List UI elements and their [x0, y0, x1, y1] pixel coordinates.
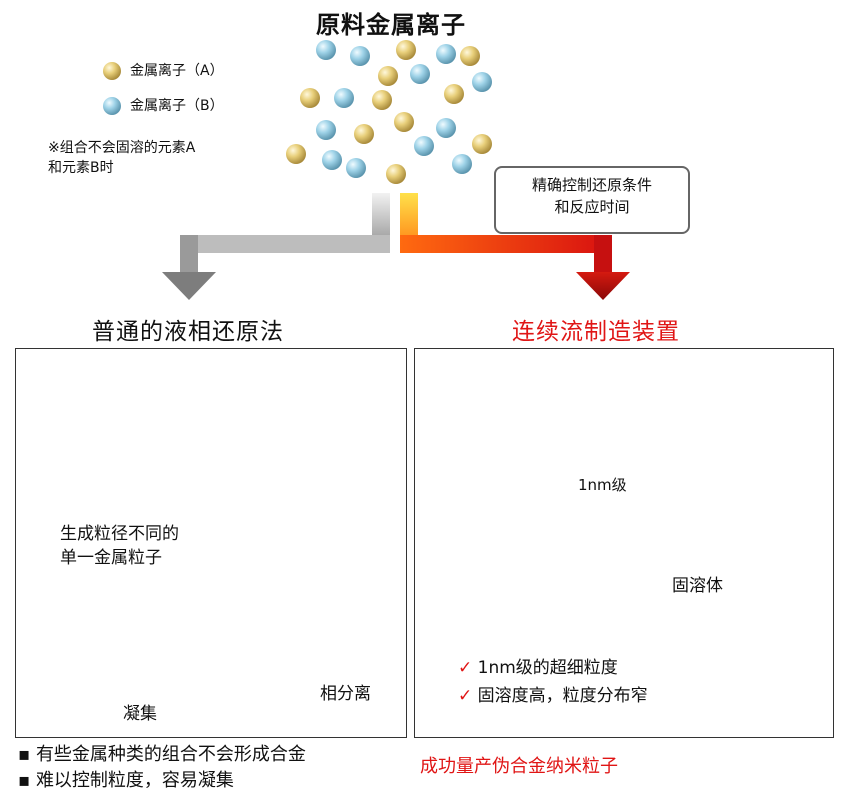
check-text-1: 1nm级的超细粒度: [478, 658, 618, 678]
source-ion: [346, 158, 366, 178]
source-ion: [472, 72, 492, 92]
callout-line-2: 和反应时间: [496, 196, 688, 218]
source-ion: [436, 118, 456, 138]
source-ion: [322, 150, 342, 170]
source-ion: [394, 112, 414, 132]
source-ion: [300, 88, 320, 108]
check-icon: ✓: [458, 658, 472, 678]
solid-solution-label: 固溶体: [672, 574, 723, 598]
check-text-2: 固溶度高，粒度分布窄: [478, 686, 648, 706]
single-metal-line-1: 生成粒径不同的: [60, 522, 179, 546]
condition-callout: 精确控制还原条件 和反应时间: [494, 166, 690, 234]
check-icon: ✓: [458, 686, 472, 706]
left-bullet-text-2: 难以控制粒度，容易凝集: [36, 770, 234, 791]
note-line-1: ※组合不会固溶的元素A: [48, 138, 195, 158]
source-title: 原料金属离子: [316, 5, 546, 40]
bullet-icon: ▪: [18, 770, 30, 791]
source-ion: [378, 66, 398, 86]
phase-separation-label: 相分离: [320, 682, 371, 706]
gray-flow-arrow: [162, 193, 390, 300]
source-ion: [410, 64, 430, 84]
source-ion: [396, 40, 416, 60]
single-metal-line-2: 单一金属粒子: [60, 546, 179, 570]
source-ion: [452, 154, 472, 174]
source-ion: [460, 46, 480, 66]
source-ion: [472, 134, 492, 154]
bullet-icon: ▪: [18, 744, 30, 765]
source-ion: [350, 46, 370, 66]
legend-a-label: 金属离子（A）: [130, 60, 224, 80]
note: ※组合不会固溶的元素A 和元素B时: [48, 138, 195, 178]
source-ion: [316, 40, 336, 60]
left-bullet-2: ▪ 难以控制粒度，容易凝集: [18, 768, 234, 794]
aggregation-label: 凝集: [123, 702, 157, 726]
source-ion: [334, 88, 354, 108]
right-heading: 连续流制造装置: [512, 312, 680, 346]
left-bullet-1: ▪ 有些金属种类的组合不会形成合金: [18, 742, 306, 768]
left-heading: 普通的液相还原法: [92, 312, 284, 346]
source-ion: [386, 164, 406, 184]
legend-b-atom: [103, 97, 121, 115]
note-line-2: 和元素B时: [48, 158, 195, 178]
result-statement: 成功量产伪合金纳米粒子: [420, 754, 618, 780]
source-ion: [354, 124, 374, 144]
legend-a-atom: [103, 62, 121, 80]
source-ion: [316, 120, 336, 140]
legend-b-label: 金属离子（B）: [130, 95, 224, 115]
source-ion: [414, 136, 434, 156]
single-metal-label: 生成粒径不同的 单一金属粒子: [60, 522, 179, 570]
check-item-1: ✓ 1nm级的超细粒度: [458, 656, 618, 680]
source-ion: [436, 44, 456, 64]
source-ion: [444, 84, 464, 104]
left-bullet-text-1: 有些金属种类的组合不会形成合金: [36, 744, 306, 765]
size-label: 1nm级: [578, 474, 627, 495]
callout-line-1: 精确控制还原条件: [496, 174, 688, 196]
check-item-2: ✓ 固溶度高，粒度分布窄: [458, 684, 648, 708]
source-ion: [372, 90, 392, 110]
source-ion: [286, 144, 306, 164]
